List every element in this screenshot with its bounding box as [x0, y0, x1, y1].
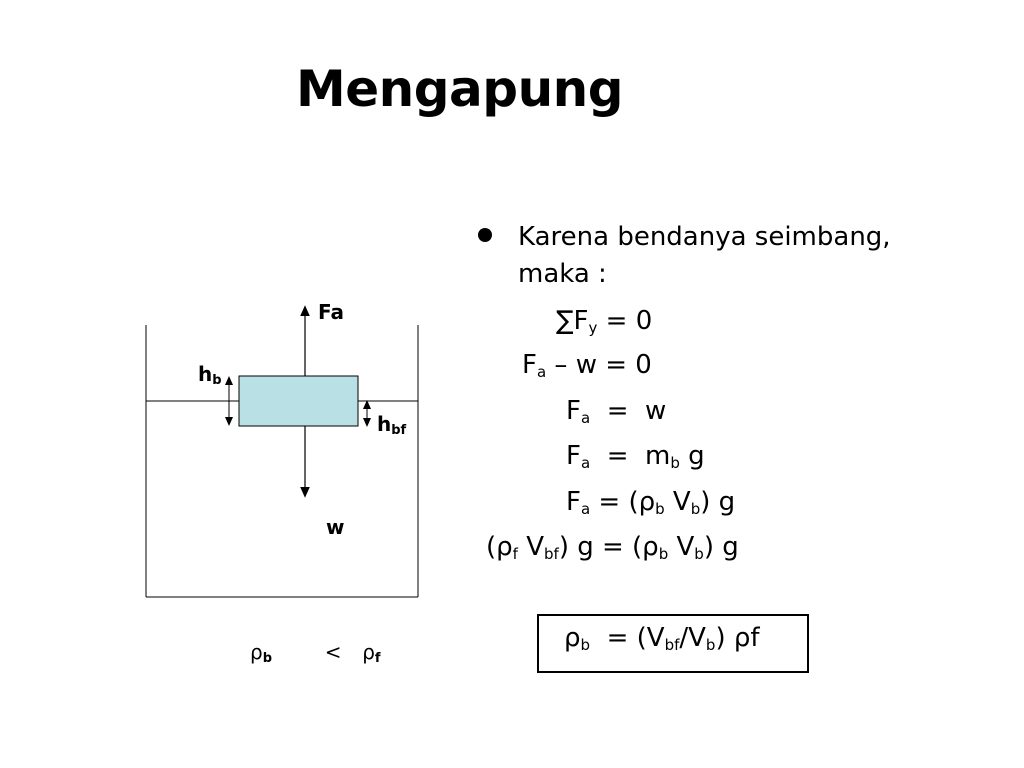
label-hbf: hbf: [377, 412, 407, 438]
label-w: w: [326, 515, 345, 539]
equation-result: ρb = (Vbf/Vb) ρf: [564, 623, 760, 654]
equation-fa-eq-w: Fa = w: [566, 396, 667, 427]
result-box: [537, 614, 809, 673]
label-fa: Fa: [318, 300, 344, 324]
label-hb: hb: [198, 362, 222, 388]
density-comparison: ρb < ρf: [250, 640, 381, 666]
equation-fa-minus-w: Fa – w = 0: [522, 350, 652, 381]
equation-fa-eq-mg: Fa = mb g: [566, 441, 705, 472]
equation-balance: (ρf Vbf) g = (ρb Vb) g: [486, 532, 739, 563]
equation-sum-fy: ∑Fy = 0: [556, 306, 653, 337]
page-title: Mengapung: [296, 60, 624, 118]
bullet-dot: [478, 228, 492, 242]
bullet-text-line1: Karena bendanya seimbang,: [518, 222, 891, 252]
bullet-text-line2: maka :: [518, 259, 607, 289]
floating-object: [238, 375, 359, 427]
equation-fa-eq-rhovg: Fa = (ρb Vb) g: [566, 487, 736, 518]
